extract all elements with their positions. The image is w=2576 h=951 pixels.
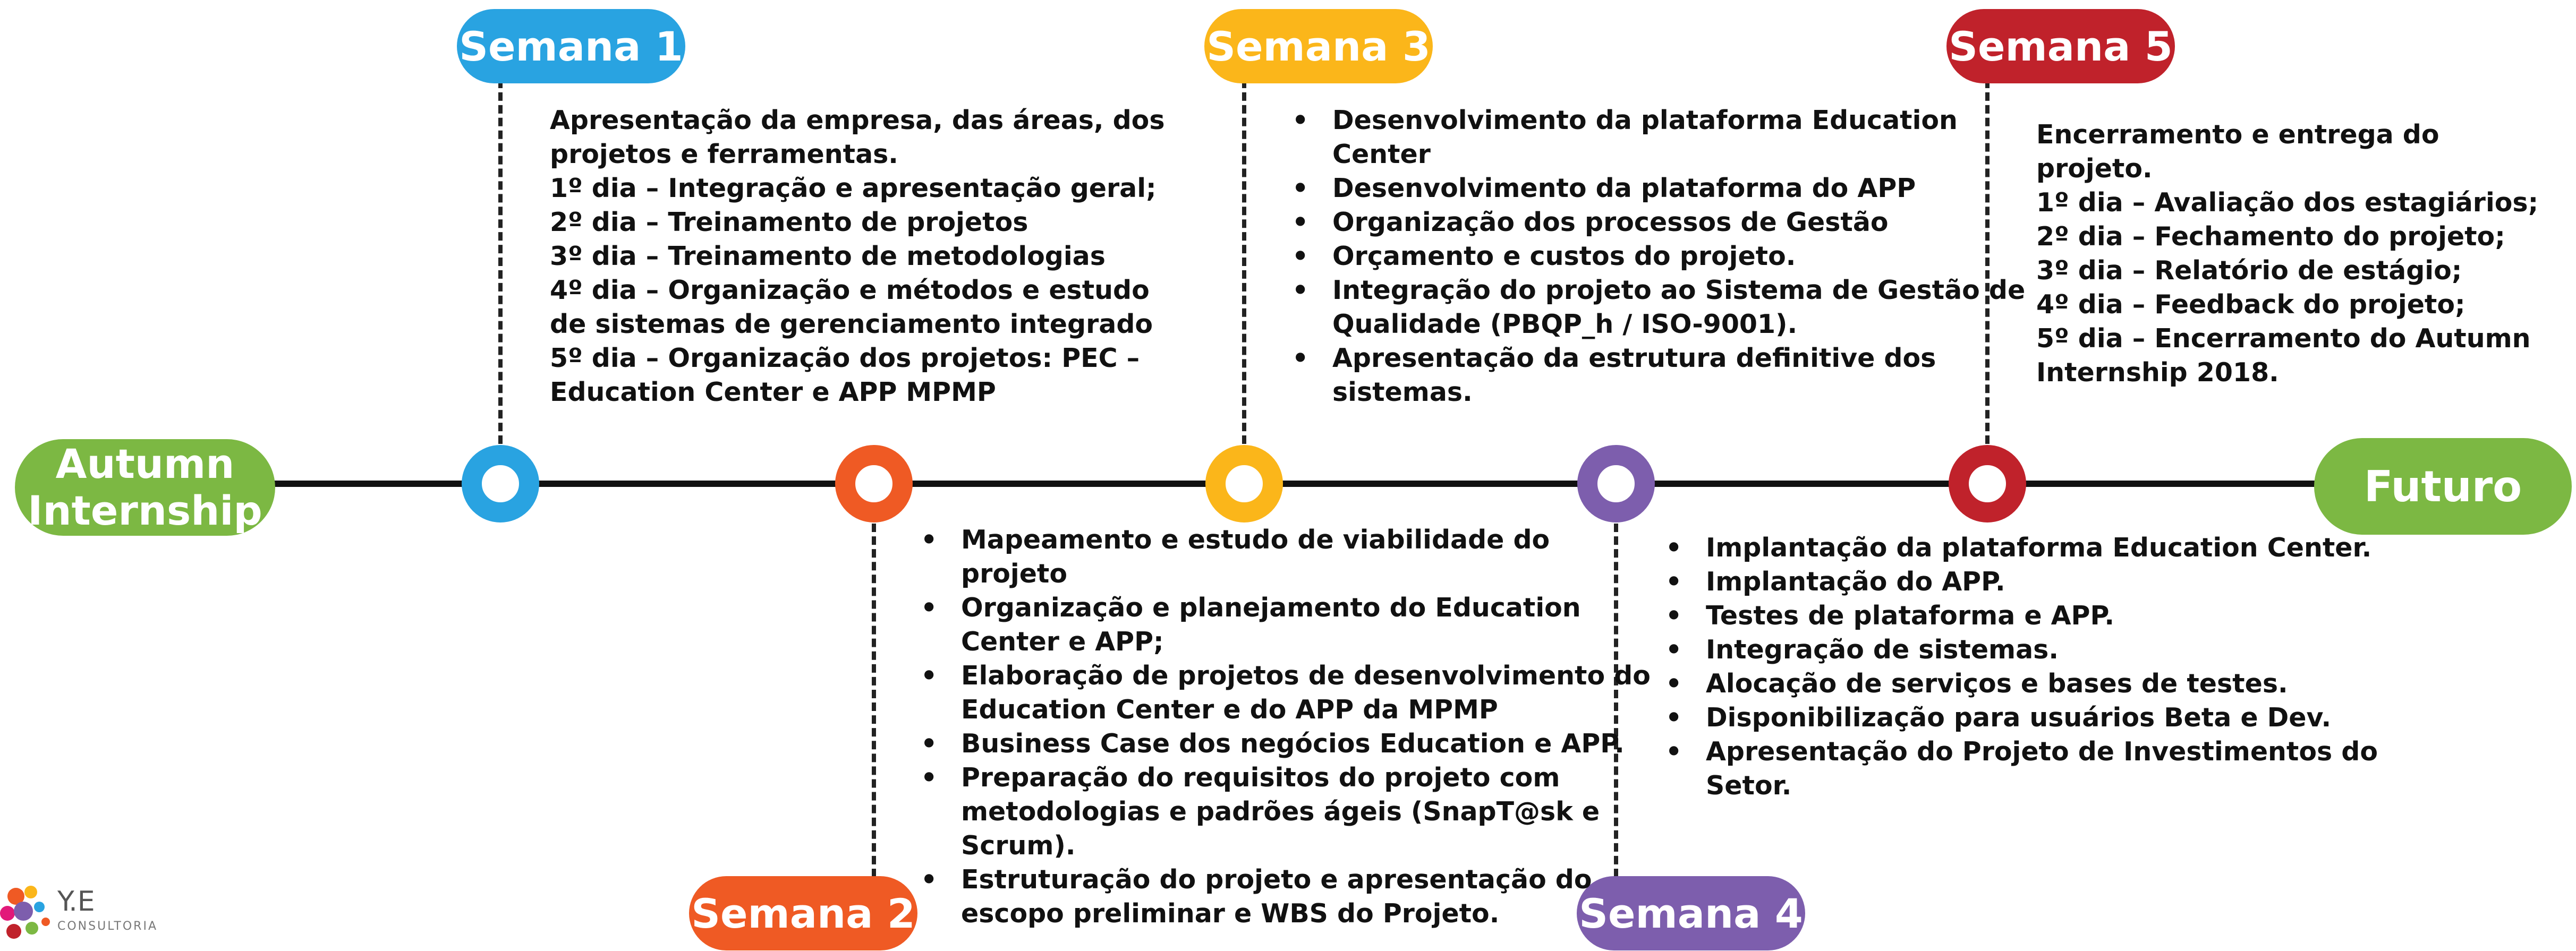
- list-item: Integração do projeto ao Sistema de Gest…: [1292, 273, 2025, 341]
- week-5-line: 4º dia – Feedback do projeto;: [2036, 289, 2466, 320]
- start-label: Autumn Internship: [28, 440, 262, 534]
- end-label: Futuro: [2364, 461, 2522, 511]
- week-1-line: 3º dia – Treinamento de metodologias: [550, 241, 1106, 271]
- week-5-line: Encerramento e entrega do: [2036, 119, 2439, 150]
- list-item: Organização e planejamento do Education …: [921, 591, 1651, 659]
- week-3-pill: Semana 3: [1204, 9, 1433, 83]
- list-item: Desenvolvimento da plataforma do APP: [1292, 172, 2025, 205]
- week-4-bullets: Implantação da plataforma Education Cent…: [1665, 531, 2378, 803]
- week-3-connector: [1242, 80, 1246, 444]
- week-5-line: Internship 2018.: [2036, 357, 2279, 388]
- week-5-line: 3º dia – Relatório de estágio;: [2036, 255, 2462, 286]
- list-item: Implantação da plataforma Education Cent…: [1665, 531, 2378, 565]
- list-item: Elaboração de projetos de desenvolviment…: [921, 659, 1651, 727]
- week-1-line: 2º dia – Treinamento de projetos: [550, 207, 1028, 237]
- week-5-description: Encerramento e entrega do projeto. 1º di…: [2036, 118, 2538, 390]
- week-2-label: Semana 2: [691, 889, 915, 937]
- week-2-connector: [872, 524, 876, 877]
- list-item: Organização dos processos de Gestão: [1292, 205, 2025, 239]
- week-1-label: Semana 1: [459, 22, 683, 70]
- list-item: Business Case dos negócios Education e A…: [921, 727, 1651, 761]
- week-3-label: Semana 3: [1206, 22, 1431, 70]
- list-item: Implantação do APP.: [1665, 565, 2378, 599]
- list-item: Mapeamento e estudo de viabilidade do pr…: [921, 523, 1651, 591]
- start-pill: Autumn Internship: [15, 439, 275, 536]
- list-item: Disponibilização para usuários Beta e De…: [1665, 701, 2378, 735]
- week-1-node: [462, 445, 539, 522]
- week-3-node: [1205, 445, 1283, 522]
- company-logo: Y.E CONSULTORIA: [0, 880, 156, 949]
- week-5-node: [1949, 445, 2026, 522]
- list-item: Desenvolvimento da plataforma Education …: [1292, 104, 2025, 172]
- week-1-description: Apresentação da empresa, das áreas, dos …: [550, 104, 1165, 409]
- week-1-pill: Semana 1: [457, 9, 685, 83]
- week-5-line: 5º dia – Encerramento do Autumn: [2036, 323, 2531, 354]
- list-item: Alocação de serviços e bases de testes.: [1665, 667, 2378, 701]
- week-2-node: [835, 445, 913, 522]
- week-1-line: Apresentação da empresa, das áreas, dos: [550, 105, 1165, 135]
- week-1-line: 4º dia – Organização e métodos e estudo: [550, 275, 1150, 305]
- week-1-line: 5º dia – Organização dos projetos: PEC –: [550, 343, 1140, 373]
- logo-text: Y.E: [57, 886, 95, 918]
- week-2-bullets: Mapeamento e estudo de viabilidade do pr…: [921, 523, 1651, 931]
- week-5-line: projeto.: [2036, 153, 2153, 184]
- week-5-pill: Semana 5: [1946, 9, 2175, 83]
- list-item: Apresentação do Projeto de Investimentos…: [1665, 735, 2378, 803]
- list-item: Estruturação do projeto e apresentação d…: [921, 863, 1651, 931]
- list-item: Testes de plataforma e APP.: [1665, 599, 2378, 633]
- week-1-connector: [498, 80, 503, 444]
- week-3-bullets: Desenvolvimento da plataforma Education …: [1292, 104, 2025, 409]
- week-4-node: [1577, 445, 1655, 522]
- list-item: Integração de sistemas.: [1665, 633, 2378, 667]
- week-1-line: 1º dia – Integração e apresentação geral…: [550, 173, 1157, 203]
- end-pill: Futuro: [2314, 438, 2572, 535]
- week-1-line: Education Center e APP MPMP: [550, 377, 996, 407]
- list-item: Preparação do requisitos do projeto com …: [921, 761, 1651, 863]
- week-2-pill: Semana 2: [689, 876, 917, 950]
- list-item: Apresentação da estrutura definitive dos…: [1292, 341, 2025, 409]
- timeline-axis: [234, 481, 2353, 487]
- week-1-line: de sistemas de gerenciamento integrado: [550, 309, 1153, 339]
- logo-subtext: CONSULTORIA: [57, 920, 158, 933]
- week-1-line: projetos e ferramentas.: [550, 139, 898, 169]
- week-5-line: 1º dia – Avaliação dos estagiários;: [2036, 187, 2539, 218]
- list-item: Orçamento e custos do projeto.: [1292, 239, 2025, 273]
- week-5-line: 2º dia – Fechamento do projeto;: [2036, 221, 2505, 252]
- week-5-label: Semana 5: [1949, 22, 2173, 70]
- logo-mark-icon: [0, 886, 50, 939]
